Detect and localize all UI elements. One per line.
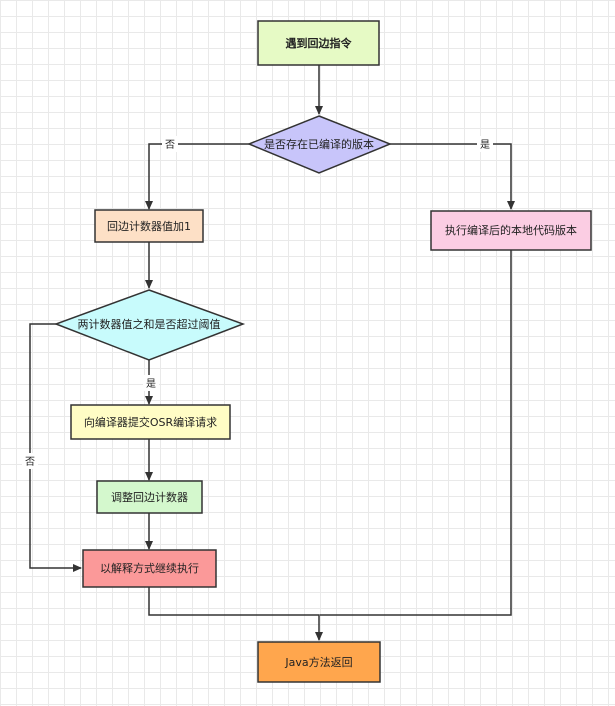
label-no-version: 否 bbox=[165, 139, 175, 151]
node-has-version-label: 是否存在已编译的版本 bbox=[264, 137, 374, 151]
node-threshold-label: 两计数器值之和是否超过阈值 bbox=[78, 317, 221, 331]
edge-labels: 否 是 是 否 bbox=[22, 136, 493, 469]
node-return-label: Java方法返回 bbox=[284, 655, 352, 669]
node-submit-osr-label: 向编译器提交OSR编译请求 bbox=[84, 415, 217, 429]
node-start: 遇到回边指令 bbox=[257, 20, 380, 66]
node-adjust-counter-box bbox=[96, 480, 203, 514]
node-interpret: 以解释方式继续执行 bbox=[82, 549, 217, 588]
node-has-version: 是否存在已编译的版本 bbox=[247, 115, 393, 174]
node-exec-native-box bbox=[430, 210, 592, 251]
node-submit-osr: 向编译器提交OSR编译请求 bbox=[70, 404, 231, 440]
node-threshold: 两计数器值之和是否超过阈值 bbox=[53, 289, 246, 361]
edge-decision-yes bbox=[390, 143, 515, 210]
node-has-version-diamond bbox=[247, 115, 393, 174]
edge-native-to-return bbox=[320, 250, 512, 616]
label-yes-threshold: 是 bbox=[146, 378, 156, 390]
node-exec-native: 执行编译后的本地代码版本 bbox=[430, 210, 592, 251]
node-interpret-label: 以解释方式继续执行 bbox=[100, 561, 199, 575]
node-threshold-diamond bbox=[53, 289, 246, 361]
node-inc-counter-box bbox=[94, 209, 204, 243]
label-no-threshold: 否 bbox=[25, 456, 35, 468]
node-start-label: 遇到回边指令 bbox=[286, 36, 353, 50]
node-inc-counter: 回边计数器值加1 bbox=[94, 209, 204, 243]
node-inc-counter-label: 回边计数器值加1 bbox=[107, 220, 191, 233]
node-exec-native-label: 执行编译后的本地代码版本 bbox=[445, 223, 577, 237]
edge-threshold-no bbox=[29, 323, 82, 572]
label-yes-version: 是 bbox=[480, 139, 490, 151]
node-return: Java方法返回 bbox=[257, 641, 381, 683]
node-adjust-counter: 调整回边计数器 bbox=[96, 480, 203, 514]
node-start-box bbox=[257, 20, 380, 66]
node-adjust-counter-label: 调整回边计数器 bbox=[111, 490, 188, 504]
node-interpret-box bbox=[82, 549, 217, 588]
node-return-box bbox=[257, 641, 381, 683]
node-submit-osr-box bbox=[70, 404, 231, 440]
edge-interpret-to-return bbox=[148, 587, 323, 641]
edges bbox=[29, 65, 515, 641]
edge-decision-no bbox=[145, 143, 249, 210]
